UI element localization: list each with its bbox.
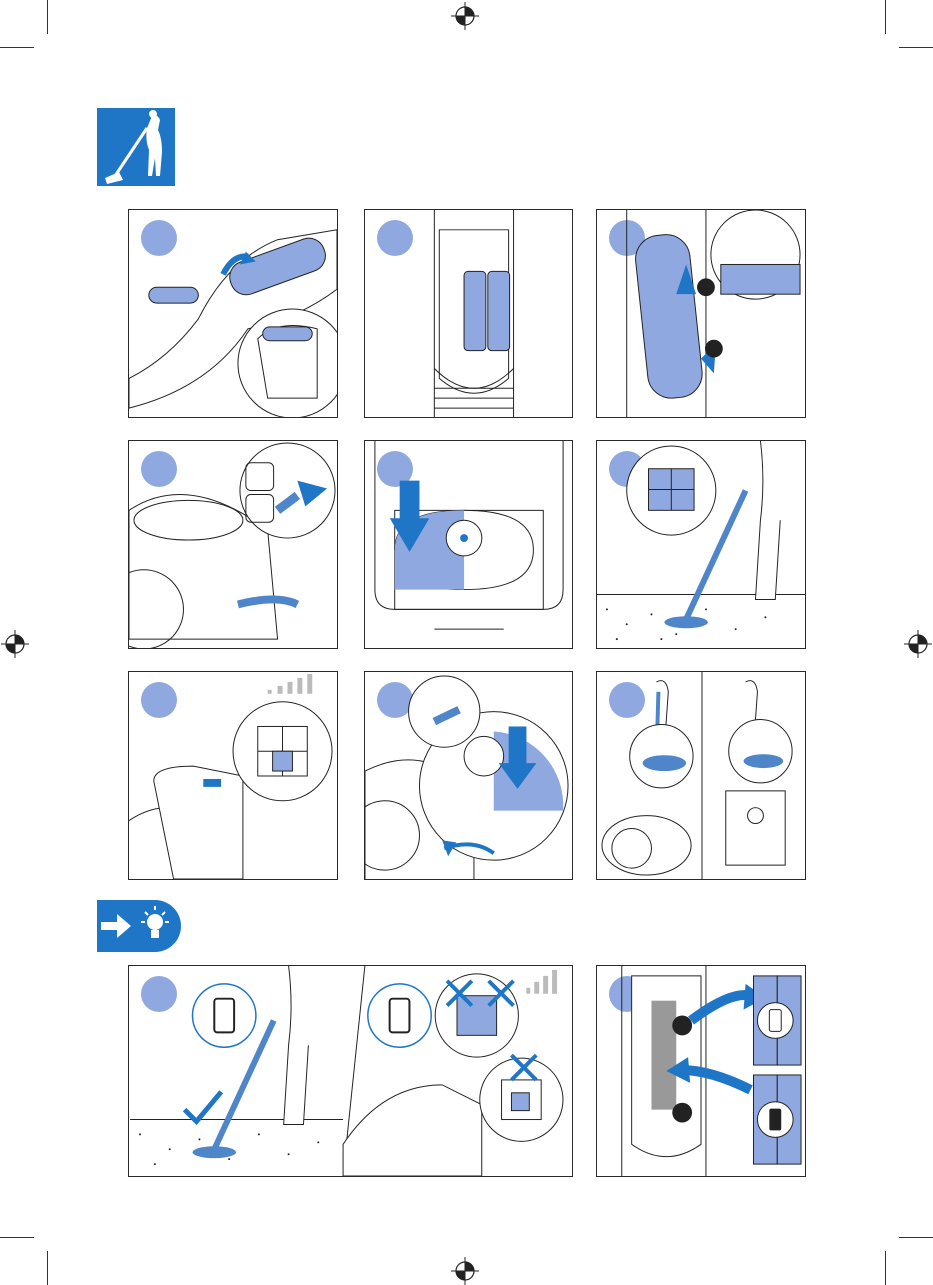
replace-batteries-icon xyxy=(597,966,805,1176)
battery-empty-icon xyxy=(129,966,572,1176)
step-panel-6 xyxy=(596,440,806,649)
vacuum-cleaning-person-icon xyxy=(97,108,175,186)
park-nozzle-icon xyxy=(597,672,805,879)
step-panel-9 xyxy=(596,671,806,880)
crop-mark xyxy=(885,1251,886,1285)
step-panel-5 xyxy=(364,440,573,649)
crop-mark xyxy=(885,0,886,34)
registration-mark-icon xyxy=(1,630,29,658)
power-on-button-icon xyxy=(365,441,572,648)
step-panel-11 xyxy=(596,965,806,1177)
arrow-lightbulb-tip-icon xyxy=(97,900,181,952)
registration-mark-icon xyxy=(451,1257,479,1285)
cord-rewind-icon xyxy=(365,672,572,879)
battery-cover-close-icon xyxy=(597,210,805,417)
step-panel-2 xyxy=(364,209,573,418)
suction-level-icon xyxy=(129,672,337,879)
step-panel-7 xyxy=(128,671,338,880)
registration-mark-icon xyxy=(451,2,479,30)
battery-compartment-icon xyxy=(365,210,572,417)
crop-mark xyxy=(47,0,48,34)
step-panel-1 xyxy=(128,209,338,418)
plug-into-socket-icon xyxy=(129,441,337,648)
step-panel-4 xyxy=(128,440,338,649)
handle-battery-cover-key-icon xyxy=(129,210,337,417)
vacuuming-remote-control-icon xyxy=(597,441,805,648)
step-panel-3 xyxy=(596,209,806,418)
registration-mark-icon xyxy=(904,630,932,658)
crop-mark xyxy=(899,47,933,48)
step-panel-10 xyxy=(128,965,573,1177)
crop-mark xyxy=(0,1237,34,1238)
crop-mark xyxy=(0,47,34,48)
crop-mark xyxy=(47,1251,48,1285)
step-panel-8 xyxy=(364,671,573,880)
crop-mark xyxy=(899,1237,933,1238)
